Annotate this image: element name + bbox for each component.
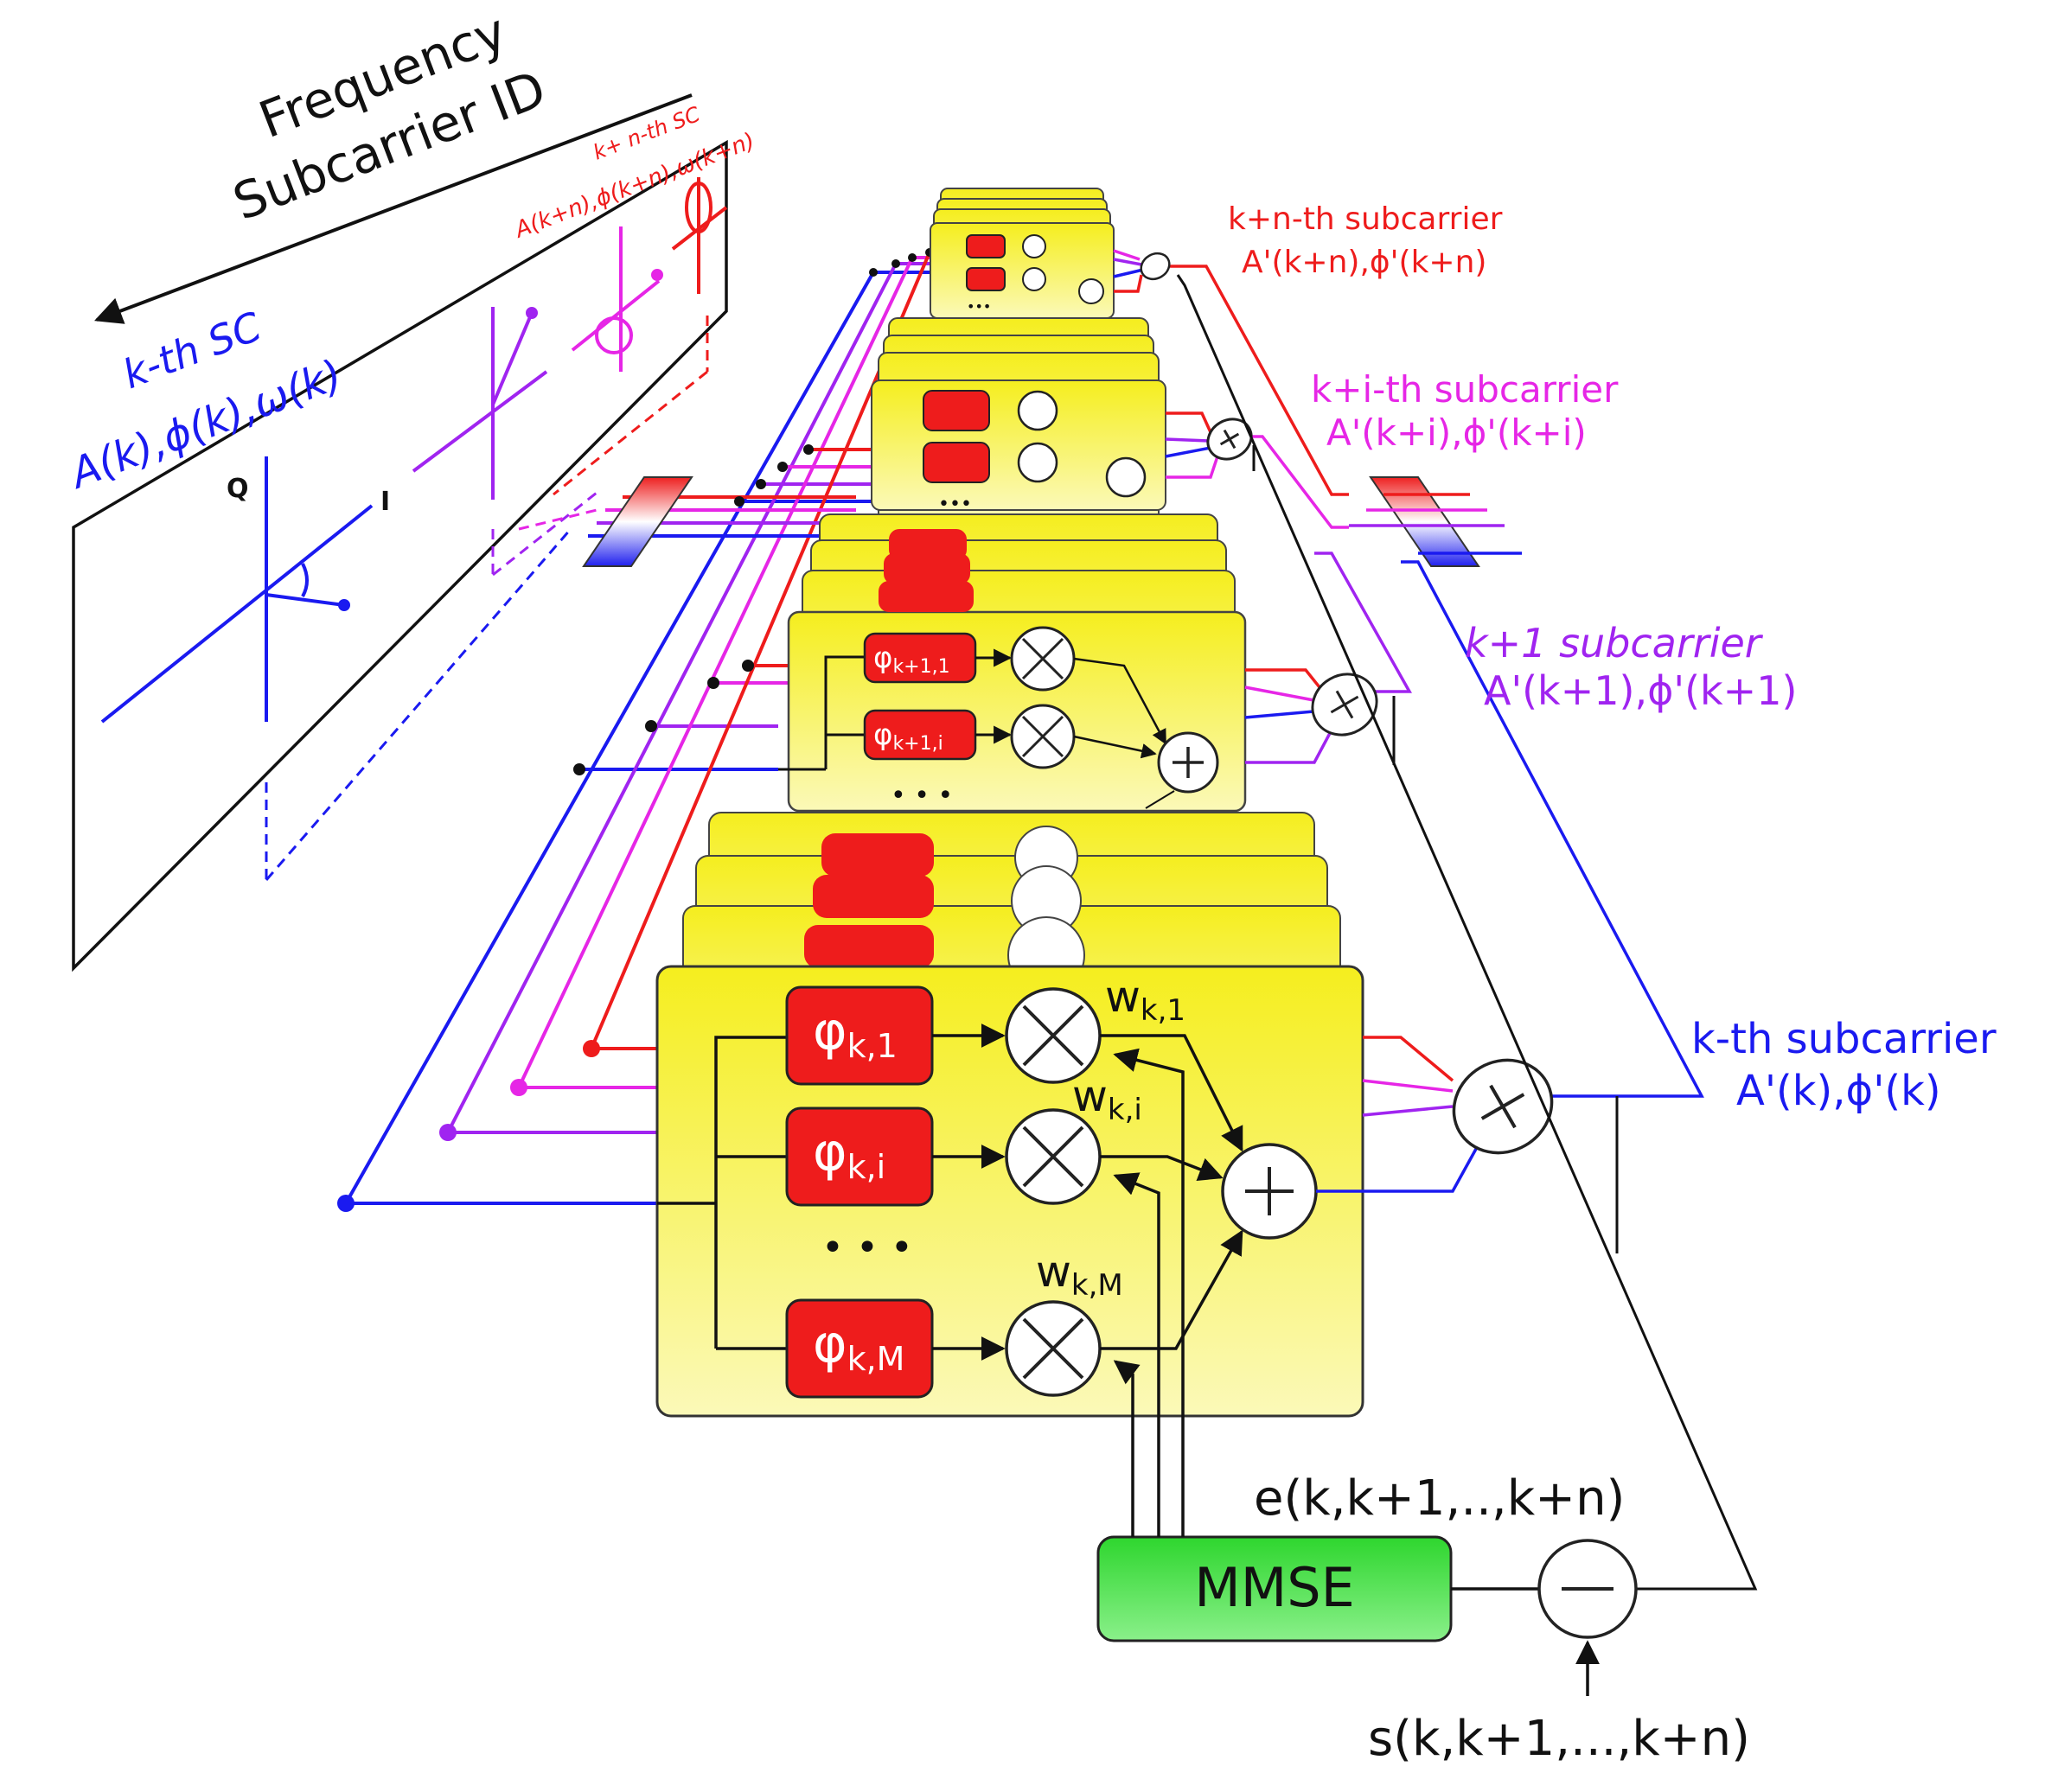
q-axis-label: Q: [227, 474, 249, 504]
projection-lines: [265, 316, 709, 881]
k-subcarrier-params: A'(k),ϕ'(k): [1736, 1067, 1941, 1115]
output-labels: k+n-th subcarrier A'(k+n),ϕ'(k+n) k+i-th…: [1228, 201, 1997, 1115]
block-k: φk,1 φk,i φk,M • • • wk,1 wk,i wk,M: [655, 965, 1364, 1418]
ki-subcarrier-params: A'(k+i),ϕ'(k+i): [1326, 411, 1587, 454]
error-label: e(k,k+1,..,k+n): [1254, 1470, 1625, 1527]
kn-subcarrier-label: k+n-th subcarrier: [1228, 201, 1503, 237]
magenta-constellation: [571, 226, 663, 372]
svg-text:φk+1,i: φk+1,i: [873, 717, 943, 755]
k1-subcarrier-label: k+1 subcarrier: [1465, 620, 1764, 666]
feedback-lines: [1176, 274, 1758, 1591]
block-k1-dots: • • •: [891, 781, 953, 811]
frequency-axis-arrow: [94, 93, 693, 324]
svg-text:φk+1,1: φk+1,1: [873, 641, 950, 678]
svg-text:φk,1: φk,1: [813, 1001, 898, 1065]
k1-subcarrier-params: A'(k+1),ϕ'(k+1): [1484, 667, 1797, 714]
right-coupler-flag: [1369, 476, 1480, 567]
kth-constellation: [100, 456, 374, 724]
red-constellation: [671, 177, 728, 294]
block-kn-dots: •••: [967, 298, 991, 315]
block-group-ki: •••: [871, 317, 1166, 526]
block-group-kn: •••: [930, 188, 1115, 319]
block-ki-dots: •••: [938, 494, 972, 515]
i-axis-label: I: [380, 487, 390, 517]
input-tap-dots: [337, 248, 934, 1212]
block-k1-contents: φk+1,1 φk+1,i • • •: [778, 626, 1219, 811]
weight-k-i: wk,i: [1072, 1071, 1142, 1127]
block-kn-front: [930, 222, 1115, 319]
combiner-kn: [1140, 252, 1171, 281]
purple-constellation: [412, 307, 548, 500]
svg-text:φk,i: φk,i: [813, 1122, 885, 1186]
mmse-label: MMSE: [1194, 1556, 1355, 1619]
weight-k-1: wk,1: [1105, 972, 1185, 1028]
block-k-dots: • • •: [821, 1226, 913, 1270]
svg-text:φk,M: φk,M: [813, 1314, 904, 1378]
k-subcarrier-label: k-th subcarrier: [1691, 1015, 1997, 1063]
output-lines: [1113, 249, 1704, 1193]
spectrum-plane: [72, 139, 728, 973]
weight-k-M: wk,M: [1036, 1247, 1123, 1303]
kn-subcarrier-params: A'(k+n),ϕ'(k+n): [1242, 245, 1486, 280]
ki-subcarrier-label: k+i-th subcarrier: [1311, 368, 1619, 411]
left-coupler-flag: [582, 476, 693, 567]
reference-label: s(k,k+1,...,k+n): [1368, 1711, 1750, 1767]
mmse-section: MMSE e(k,k+1,..,k+n) s(k,k+1,...,k+n): [1096, 1048, 1750, 1767]
